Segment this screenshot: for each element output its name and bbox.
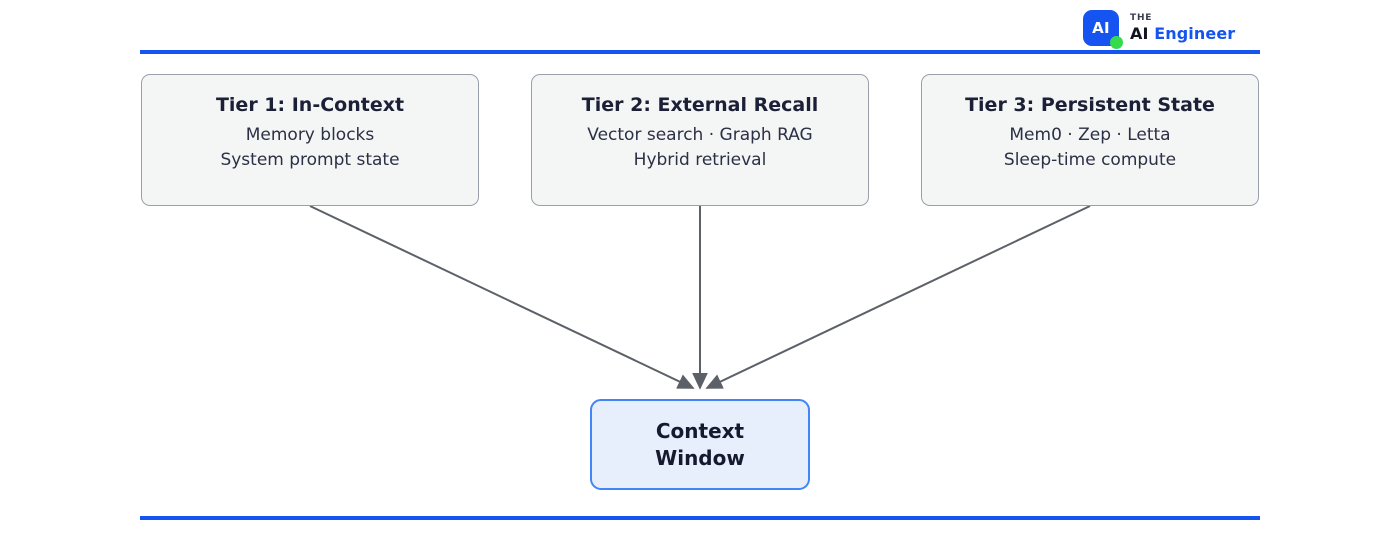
tier-card-1-line-2: System prompt state: [220, 150, 400, 171]
context-window-line-2: Window: [655, 445, 745, 470]
tier-card-2-line-2: Hybrid retrieval: [633, 150, 767, 171]
tier-card-3-title: Tier 3: Persistent State: [965, 94, 1215, 116]
brand-square-icon: AI: [1083, 10, 1119, 46]
brand-lockup: AI THE AI Engineer: [1083, 10, 1235, 49]
divider-rule-bottom: [140, 516, 1260, 520]
brand-name: AI Engineer: [1130, 26, 1235, 42]
tier-card-3-line-2: Sleep-time compute: [1003, 150, 1177, 171]
context-window-line-1: Context: [655, 418, 745, 443]
brand-eyebrow: THE: [1130, 13, 1153, 23]
brand-name-dark: AI: [1130, 24, 1149, 43]
context-window-node: Context Window: [590, 399, 810, 490]
brand-status-dot-icon: [1110, 36, 1123, 49]
tier-card-3-line-1: Mem0 · Zep · Letta: [1009, 124, 1171, 145]
connector-tier1: [309, 205, 695, 389]
brand-mark: AI: [1083, 10, 1123, 49]
tier-card-1-line-1: Memory blocks: [245, 124, 375, 145]
divider-rule-top: [140, 50, 1260, 54]
tier-card-1-title: Tier 1: In-Context: [215, 94, 405, 116]
brand-mark-label: AI: [1092, 18, 1110, 37]
connector-tier3: [705, 205, 1091, 389]
tier-card-3: Tier 3: Persistent State Mem0 · Zep · Le…: [921, 74, 1259, 206]
tier-card-2-line-1: Vector search · Graph RAG: [587, 124, 813, 145]
tier-card-2-title: Tier 2: External Recall: [581, 94, 819, 116]
brand-text: THE AI Engineer: [1130, 14, 1235, 42]
brand-name-accent: Engineer: [1154, 24, 1236, 43]
tier-card-1: Tier 1: In-Context Memory blocks System …: [141, 74, 479, 206]
tier-card-2: Tier 2: External Recall Vector search · …: [531, 74, 869, 206]
